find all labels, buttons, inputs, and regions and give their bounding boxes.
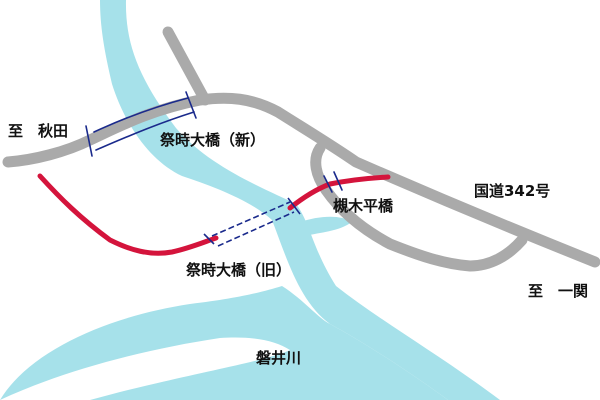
old-bridge-end-left [203,233,215,245]
local-road-loop [310,142,528,272]
old-bridge-end-right [287,197,301,215]
new-bridge-edge-top [93,97,189,133]
new-bridge-symbol [85,91,197,157]
new-bridge-edge-bottom [95,111,195,151]
new-bridge-end-right [185,91,197,119]
tsukinokidaira-bridge-end-right [333,171,343,191]
river-tributary [300,216,352,236]
road-network [2,26,600,272]
old-bridge-dash-top [211,201,291,237]
land-cutout [0,337,290,400]
old-bridge-dash-bottom [217,211,295,247]
label-bridge-tsukinokidaira: 槻木平橋 [333,197,394,215]
label-to-ichinoseki: 至 一関 [528,282,589,300]
old-road [37,173,219,256]
national-route-342 [2,92,600,268]
new-bridge-end-left [85,125,93,157]
old-road-east [287,174,391,211]
old-bridge-symbol [203,197,301,247]
label-national-route: 国道342号 [474,182,551,200]
tsukinokidaira-bridge-symbol [323,171,343,193]
label-river: 磐井川 [256,349,302,367]
tsukinokidaira-bridge-end-left [323,175,333,193]
label-bridge-old: 祭時大橋（旧） [186,261,292,279]
branch-road-north [162,26,211,106]
label-bridge-new: 祭時大橋（新） [160,131,266,149]
label-to-akita: 至 秋田 [8,122,69,140]
